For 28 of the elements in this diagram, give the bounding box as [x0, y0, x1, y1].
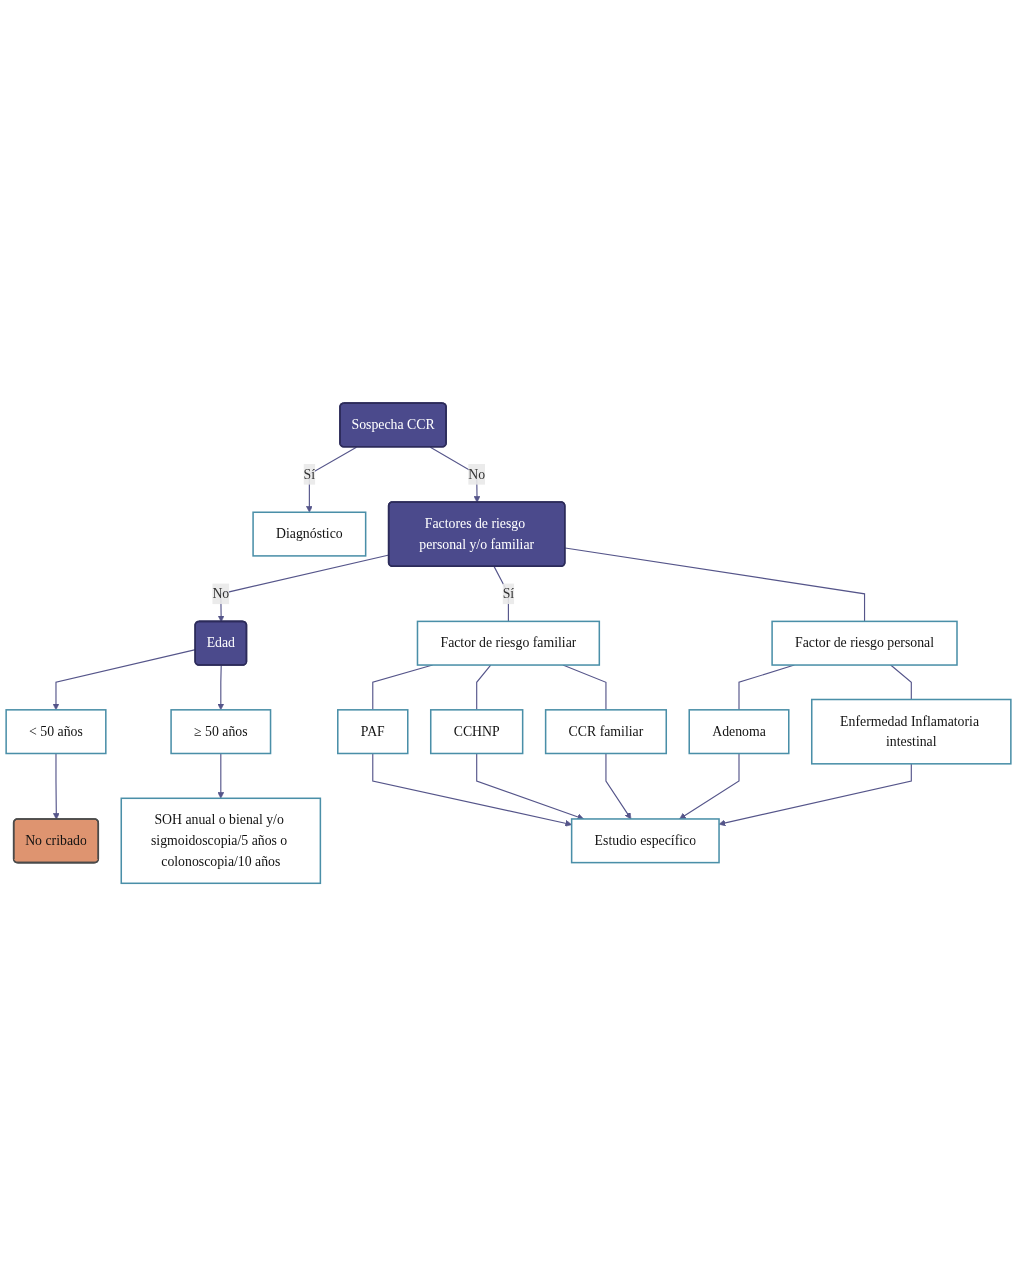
node-box: SOH anual o bienal y/o sigmoidoscopia/5 años o colonoscopia/10 años — [120, 797, 322, 885]
arrow — [605, 753, 632, 820]
node-box: Adenoma — [688, 709, 790, 755]
arrow — [679, 753, 740, 820]
edge-label: No — [468, 466, 486, 482]
arrow — [217, 753, 225, 799]
node-box: < 50 años — [5, 709, 107, 755]
edge-label: Sí — [502, 586, 515, 602]
connector — [564, 547, 866, 623]
node-box: Factor de riesgo familiar — [416, 620, 601, 667]
node-box: CCR familiar — [544, 709, 667, 755]
node-box: Estudio específico — [570, 818, 720, 864]
arrow — [476, 753, 585, 821]
node-box: Diagnóstico — [252, 511, 367, 557]
arrow — [306, 446, 358, 513]
edge-label: No — [212, 586, 230, 602]
connector — [890, 664, 912, 701]
edge-label: Sí — [303, 466, 316, 482]
node-box: ≥ 50 años — [170, 709, 272, 755]
node-box: Enfermedad Inflamatoria intestinal — [811, 699, 1012, 765]
node-box: Factor de riesgo personal — [771, 620, 958, 667]
arrow — [52, 753, 60, 820]
node-box: PAF — [337, 709, 409, 755]
arrow — [217, 665, 225, 711]
connector — [493, 566, 509, 623]
arrow — [372, 753, 572, 827]
node-box: CCHNP — [429, 709, 524, 755]
connector — [476, 664, 492, 711]
